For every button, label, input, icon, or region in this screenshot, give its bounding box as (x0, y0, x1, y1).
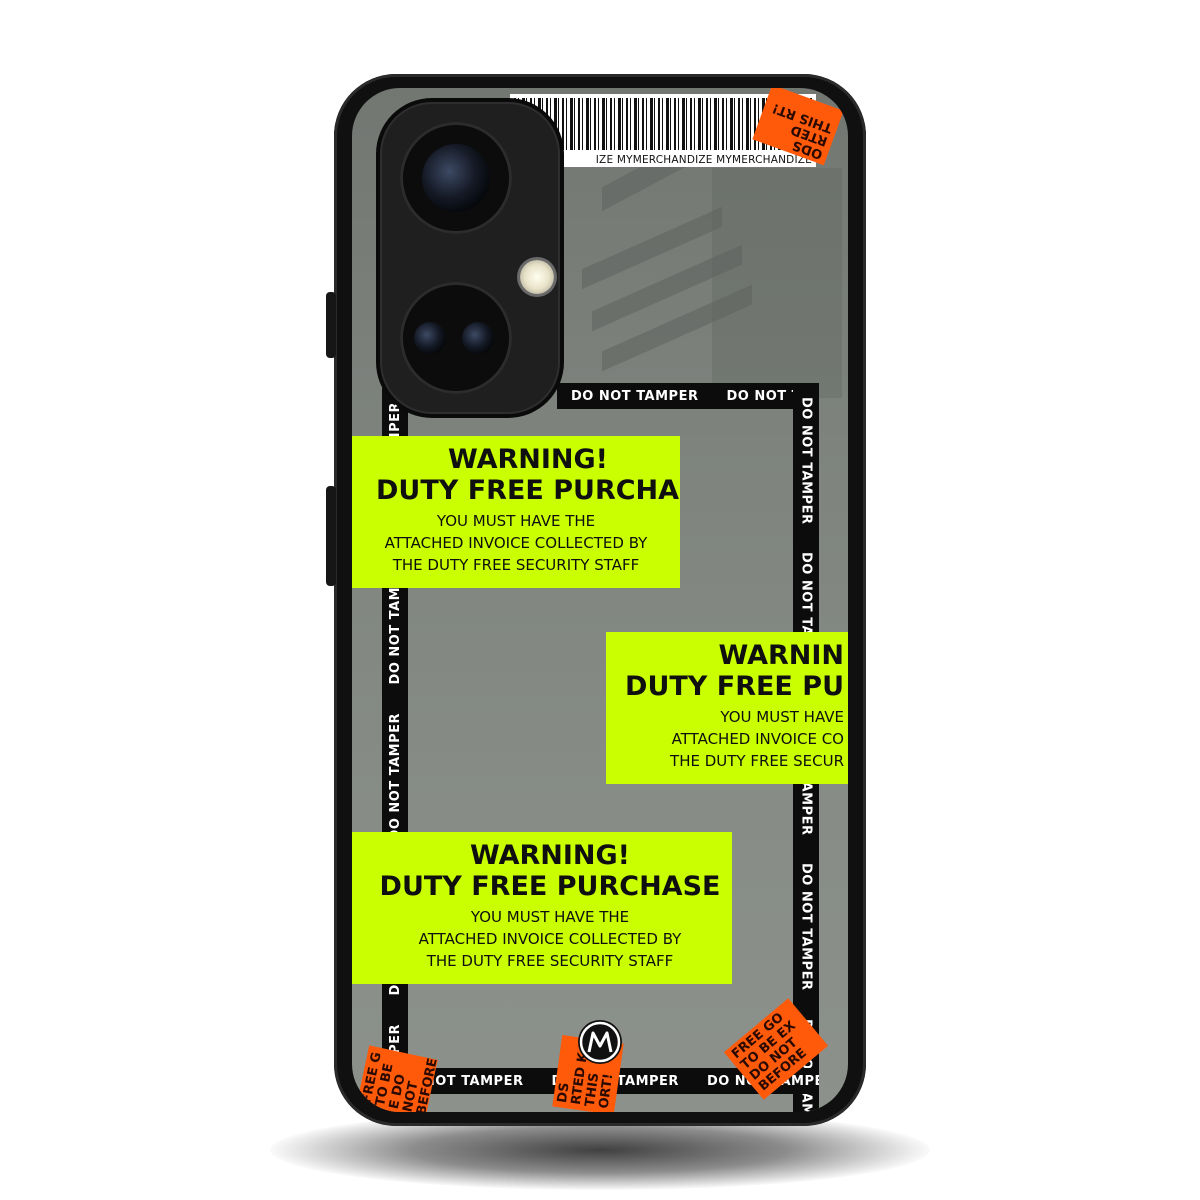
volume-button-upper (326, 292, 336, 358)
warning-title: WARNING! (448, 444, 608, 475)
warning-body: THE DUTY FREE SECURITY STAFF (392, 556, 640, 574)
sticker-bottom-left: FREE G TO BE E DO NOT BEFORE (356, 1045, 438, 1112)
warning-title: WARNING! (470, 840, 630, 871)
glare-shape (712, 168, 842, 398)
warning-label-2: WARNIN DUTY FREE PU YOU MUST HAVE ATTACH… (606, 632, 848, 784)
tape-text: DO NOT TAMPER (798, 863, 814, 991)
warning-body: ATTACHED INVOICE COLLECTED BY (418, 930, 682, 948)
secondary-camera-lens-icon (400, 282, 512, 394)
warning-subtitle: DUTY FREE PURCHASE (379, 871, 721, 902)
volume-button-lower (326, 486, 336, 586)
tape-text: DO NOT TAMPER (571, 388, 699, 404)
warning-title: WARNIN (718, 640, 845, 671)
main-camera-lens-icon (400, 122, 512, 234)
warning-label-3: WARNING! DUTY FREE PURCHASE YOU MUST HAV… (352, 832, 732, 984)
warning-subtitle: DUTY FREE PURCHASE (376, 475, 680, 506)
warning-body: THE DUTY FREE SECURITY STAFF (426, 952, 674, 970)
warning-body: ATTACHED INVOICE CO (671, 730, 844, 748)
warning-label-1: WARNING! DUTY FREE PURCHASE YOU MUST HAV… (352, 436, 680, 588)
warning-body: YOU MUST HAVE (720, 708, 844, 726)
barcode-text: IZE MYMERCHANDIZE MYMERCHANDIZE (595, 154, 812, 166)
warning-body: YOU MUST HAVE THE (436, 512, 596, 530)
warning-subtitle: DUTY FREE PU (625, 671, 844, 702)
tamper-tape-top: DO NOT TAMPER DO NOT TAMPER (557, 383, 817, 409)
warning-body: THE DUTY FREE SECUR (670, 752, 844, 770)
warning-body: YOU MUST HAVE THE (470, 908, 630, 926)
m-monogram-icon (578, 1020, 622, 1064)
warning-body: ATTACHED INVOICE COLLECTED BY (384, 534, 648, 552)
flash-icon (520, 260, 554, 294)
phone-case: IZE MYMERCHANDIZE MYMERCHANDIZE DO NOT T… (326, 74, 866, 1126)
tape-text: DO NOT TAMPER (798, 397, 814, 525)
camera-module (380, 102, 560, 414)
